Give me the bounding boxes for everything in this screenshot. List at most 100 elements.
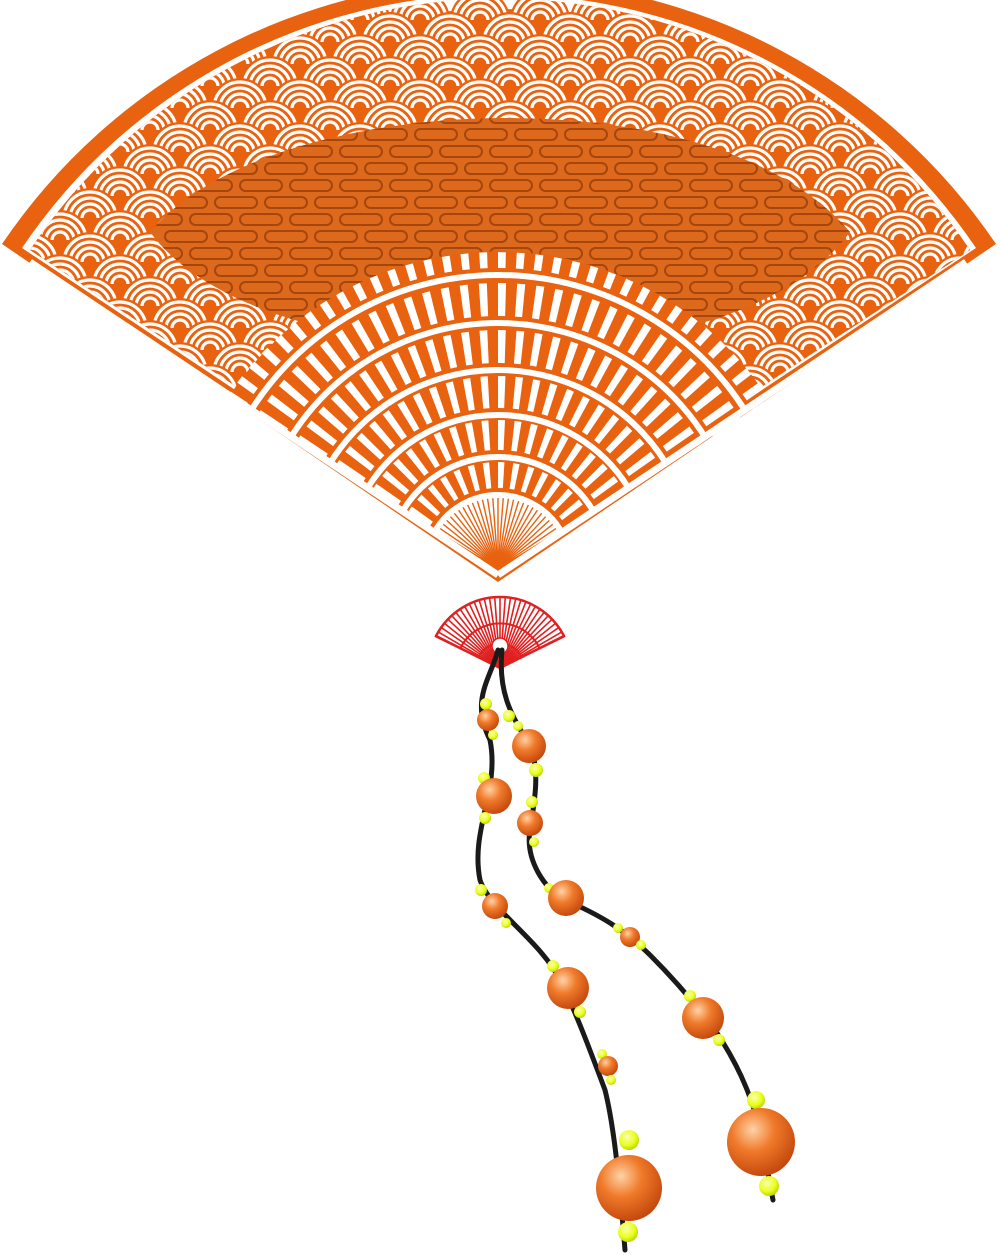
wave-scale [30, 386, 90, 446]
rib-slit [440, 287, 455, 322]
wave-scale [720, 628, 780, 688]
wave-scale [60, 320, 120, 380]
rib-slit [319, 340, 347, 372]
wave-scale [870, 430, 930, 490]
wave-scale [960, 320, 970, 380]
rib-slit [419, 439, 440, 469]
wave-scale [900, 584, 960, 644]
wave-scale [90, 34, 150, 94]
wave-scale [570, 606, 630, 666]
rib-slit [393, 458, 419, 485]
rib-slit [560, 341, 579, 376]
rib-slit [467, 464, 480, 492]
wave-scale [930, 518, 970, 561]
wave-scale [600, 628, 660, 688]
rib-slit [478, 283, 489, 317]
wave-scale [30, 430, 90, 490]
wave-scale [900, 496, 960, 556]
wave-scale [570, 562, 630, 622]
rib-slit [597, 306, 618, 340]
panel-capsule [589, 179, 633, 192]
panel-capsule [639, 179, 683, 192]
wave-scale [960, 232, 970, 292]
panel-capsule [915, 333, 957, 344]
wave-scale [780, 452, 840, 512]
wave-scale [870, 386, 930, 446]
rib-slit [655, 345, 683, 376]
wave-scale [930, 430, 970, 490]
wave-scale [870, 606, 930, 666]
panel-capsule [739, 247, 783, 260]
panel-capsule [714, 264, 758, 277]
panel-capsule [739, 213, 783, 226]
wave-scale [210, 474, 270, 534]
wave-scale [90, 474, 150, 534]
wave-scale [120, 584, 180, 644]
wave-scale [60, 452, 120, 512]
wave-scale [870, 474, 930, 534]
wave-scale [840, 496, 900, 556]
small-bead [636, 940, 646, 950]
wave-scale [840, 12, 900, 72]
wave-scale [870, 0, 930, 50]
wave-scale [960, 12, 970, 72]
panel-capsule [239, 281, 283, 294]
wave-scale [780, 584, 840, 644]
rib-slit [478, 252, 488, 269]
panel-capsule [714, 230, 758, 243]
rib-slit [625, 451, 656, 477]
small-bead [574, 1006, 586, 1018]
wave-scale [0, 0, 30, 50]
wave-scale [270, 606, 330, 666]
rib-slit [498, 420, 505, 451]
wave-scale [30, 100, 60, 160]
panel-capsule [339, 145, 383, 158]
panel-capsule [389, 247, 433, 260]
wave-scale [30, 496, 60, 556]
panel-capsule [589, 145, 633, 158]
rib-slit [407, 344, 427, 379]
wave-scale [720, 496, 780, 556]
wave-scale [690, 474, 750, 534]
wave-scale [0, 628, 60, 688]
panel-capsule [289, 213, 333, 226]
bead-icon [517, 810, 543, 836]
rib-slit [359, 370, 384, 402]
rib-slit [652, 412, 683, 439]
rib-slit [461, 331, 473, 366]
wave-scale [30, 342, 90, 402]
wave-scale [810, 386, 870, 446]
rib-slit [668, 357, 697, 388]
rib-slit [571, 452, 596, 480]
rib-slit [390, 352, 412, 385]
tassel-cord-right [498, 647, 776, 1203]
rib-slit [524, 423, 538, 455]
wave-scale [930, 606, 990, 666]
wave-scale [300, 540, 360, 561]
small-bead [529, 837, 539, 847]
wave-scale [930, 562, 990, 622]
panel-capsule [689, 179, 733, 192]
wave-scale [990, 386, 1000, 446]
panel-capsule [539, 213, 583, 226]
rib-slit [385, 302, 406, 337]
wave-scale [900, 408, 960, 468]
wave-scale [120, 364, 180, 424]
bead-icon [547, 967, 589, 1009]
panel-capsule [389, 179, 433, 192]
wave-scale [870, 342, 930, 402]
wave-scale [120, 408, 180, 468]
panel-capsule [239, 213, 283, 226]
panel-capsule [364, 230, 408, 243]
rib-slit [549, 434, 569, 465]
wave-scale [210, 562, 270, 622]
panel-capsule [339, 213, 383, 226]
panel-capsule [589, 247, 633, 260]
wave-scale [960, 408, 970, 468]
rib-slit [403, 296, 422, 331]
panel-capsule [439, 118, 483, 124]
rib-slit [278, 379, 309, 407]
rib-slit [560, 442, 583, 472]
rib-slit [498, 330, 506, 364]
wave-scale [840, 452, 900, 512]
